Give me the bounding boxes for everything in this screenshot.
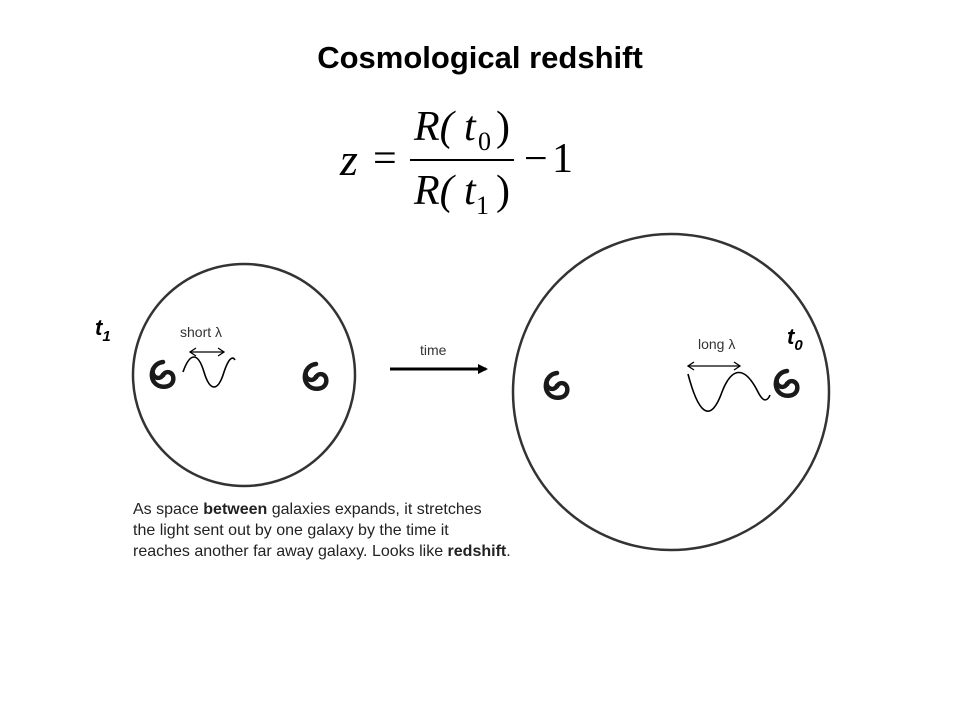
formula-constant: 1 — [552, 136, 573, 182]
denominator-func: R( — [413, 168, 457, 214]
left-time-label: t1 — [95, 315, 111, 345]
formula-denominator: R( t 1 ) — [413, 168, 510, 220]
numerator-sub: 0 — [478, 127, 491, 156]
caption-line-3: reaches another far away galaxy. Looks l… — [133, 543, 511, 560]
formula-numerator: R( t 0 ) — [413, 104, 510, 156]
diagram-caption: As space between galaxies expands, it st… — [133, 499, 593, 562]
short-wave — [182, 356, 236, 388]
caption-line-1: As space between galaxies expands, it st… — [133, 501, 482, 518]
long-wave — [687, 371, 771, 412]
time-arrow-label: time — [420, 342, 447, 358]
large-universe-circle — [511, 232, 831, 552]
slide-title: Cosmological redshift — [317, 40, 643, 75]
denominator-sub: 1 — [476, 191, 489, 220]
right-universe: t0 long λ — [511, 232, 831, 552]
denominator-var: t — [464, 168, 477, 214]
formula-minus: − — [524, 136, 548, 182]
denominator-close: ) — [496, 168, 510, 214]
numerator-close: ) — [496, 104, 510, 150]
formula-equals: = — [373, 136, 397, 182]
left-universe: t1 short λ — [95, 262, 357, 488]
right-time-label: t0 — [787, 324, 803, 354]
left-galaxy-a-icon — [152, 362, 173, 387]
numerator-func: R( — [413, 104, 457, 150]
numerator-var: t — [464, 104, 477, 150]
small-universe-circle — [131, 262, 357, 488]
caption-line-2: the light sent out by one galaxy by the … — [133, 522, 449, 539]
right-galaxy-a-icon — [546, 373, 567, 398]
redshift-formula: z = R( t 0 ) R( t 1 ) − 1 — [339, 104, 573, 220]
long-wavelength-arrowheads — [686, 361, 742, 371]
short-wavelength-arrowheads — [188, 347, 226, 357]
short-wavelength-label: short λ — [180, 324, 222, 340]
right-galaxy-b-icon — [776, 371, 797, 396]
long-wavelength-label: long λ — [698, 336, 735, 352]
formula-lhs: z — [339, 134, 358, 185]
left-galaxy-b-icon — [305, 364, 326, 389]
time-arrow-group: time — [390, 342, 488, 374]
